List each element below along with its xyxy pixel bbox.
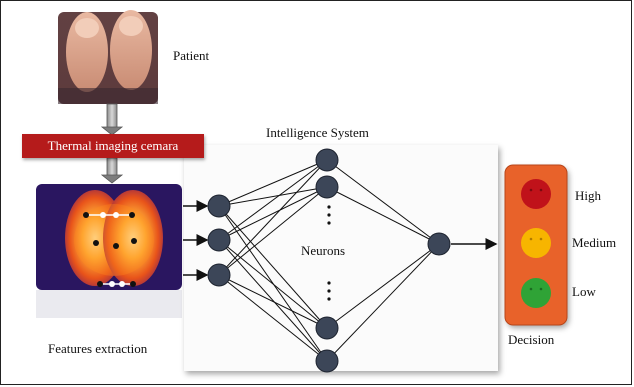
input-node: [207, 228, 231, 252]
hidden-layer: [315, 148, 339, 373]
intelligence-system-label: Intelligence System: [266, 125, 369, 140]
input-node: [207, 194, 231, 218]
arrow-patient-to-camera: [100, 103, 124, 136]
medium-light: [521, 228, 551, 258]
input-layer: [207, 194, 231, 287]
hidden-node: [315, 175, 339, 199]
input-arrows: [183, 200, 209, 281]
arrow-camera-to-thermal: [100, 157, 124, 184]
intelligence-system-panel: [184, 145, 498, 371]
low-light: [521, 278, 551, 308]
output-layer: [427, 232, 451, 256]
traffic-light: [504, 164, 568, 326]
network-connections: [218, 159, 440, 362]
hidden-node: [315, 148, 339, 172]
low-label: Low: [572, 284, 596, 299]
neurons-label: Neurons: [301, 243, 346, 258]
high-label: High: [575, 188, 601, 203]
hidden-node: [315, 349, 339, 373]
decision-label: Decision: [508, 332, 555, 347]
camera-banner: Thermal imaging cemara: [22, 134, 204, 158]
output-node: [427, 232, 451, 256]
thermal-feet-image: [36, 184, 182, 318]
hidden-node: [315, 316, 339, 340]
medium-label: Medium: [572, 235, 617, 250]
patient-label: Patient: [173, 48, 210, 63]
input-node: [207, 263, 231, 287]
high-light: [521, 179, 551, 209]
ellipsis-dots: [327, 205, 331, 301]
patient-photo: [58, 10, 158, 104]
features-extraction-label: Features extraction: [48, 341, 148, 356]
